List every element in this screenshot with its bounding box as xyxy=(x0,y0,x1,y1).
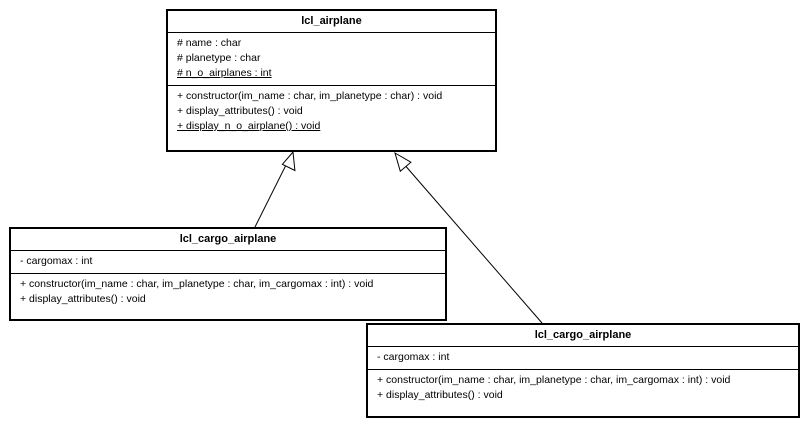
generalization-cargo-right xyxy=(394,151,543,324)
method-display-attributes: + display_attributes() : void xyxy=(377,389,503,401)
method-constructor: + constructor(im_name : char, im_planety… xyxy=(377,374,731,386)
class-name: lcl_cargo_airplane xyxy=(11,229,445,251)
attributes-section: - cargomax : int xyxy=(368,347,798,369)
class-lcl-airplane[interactable]: lcl_airplane # name : char # planetype :… xyxy=(166,9,497,152)
generalization-arrowhead-right xyxy=(394,151,412,173)
class-lcl-cargo-airplane-left[interactable]: lcl_cargo_airplane - cargomax : int + co… xyxy=(9,227,447,321)
attribute-cargomax: - cargomax : int xyxy=(20,255,93,267)
method-constructor: + constructor(im_name : char, im_planety… xyxy=(177,90,443,102)
class-lcl-cargo-airplane-right[interactable]: lcl_cargo_airplane - cargomax : int + co… xyxy=(366,323,800,418)
attributes-section: - cargomax : int xyxy=(11,251,445,273)
method-display-attributes: + display_attributes() : void xyxy=(177,105,303,117)
methods-section: + constructor(im_name : char, im_planety… xyxy=(11,273,445,311)
method-display-n-o-airplane: + display_n_o_airplane() : void xyxy=(177,120,321,132)
attribute-name: # name : char xyxy=(177,37,242,49)
generalization-arrowhead-left xyxy=(281,150,296,172)
attribute-planetype: # planetype : char xyxy=(177,52,261,64)
methods-section: + constructor(im_name : char, im_planety… xyxy=(168,85,495,138)
attribute-n-o-airplanes: # n_o_airplanes : int xyxy=(177,67,272,79)
method-constructor: + constructor(im_name : char, im_planety… xyxy=(20,278,374,290)
class-name: lcl_cargo_airplane xyxy=(368,325,798,347)
class-name: lcl_airplane xyxy=(168,11,495,33)
methods-section: + constructor(im_name : char, im_planety… xyxy=(368,369,798,407)
attributes-section: # name : char # planetype : char # n_o_a… xyxy=(168,33,495,85)
generalization-cargo-left xyxy=(254,150,296,228)
method-display-attributes: + display_attributes() : void xyxy=(20,293,146,305)
attribute-cargomax: - cargomax : int xyxy=(377,351,450,363)
